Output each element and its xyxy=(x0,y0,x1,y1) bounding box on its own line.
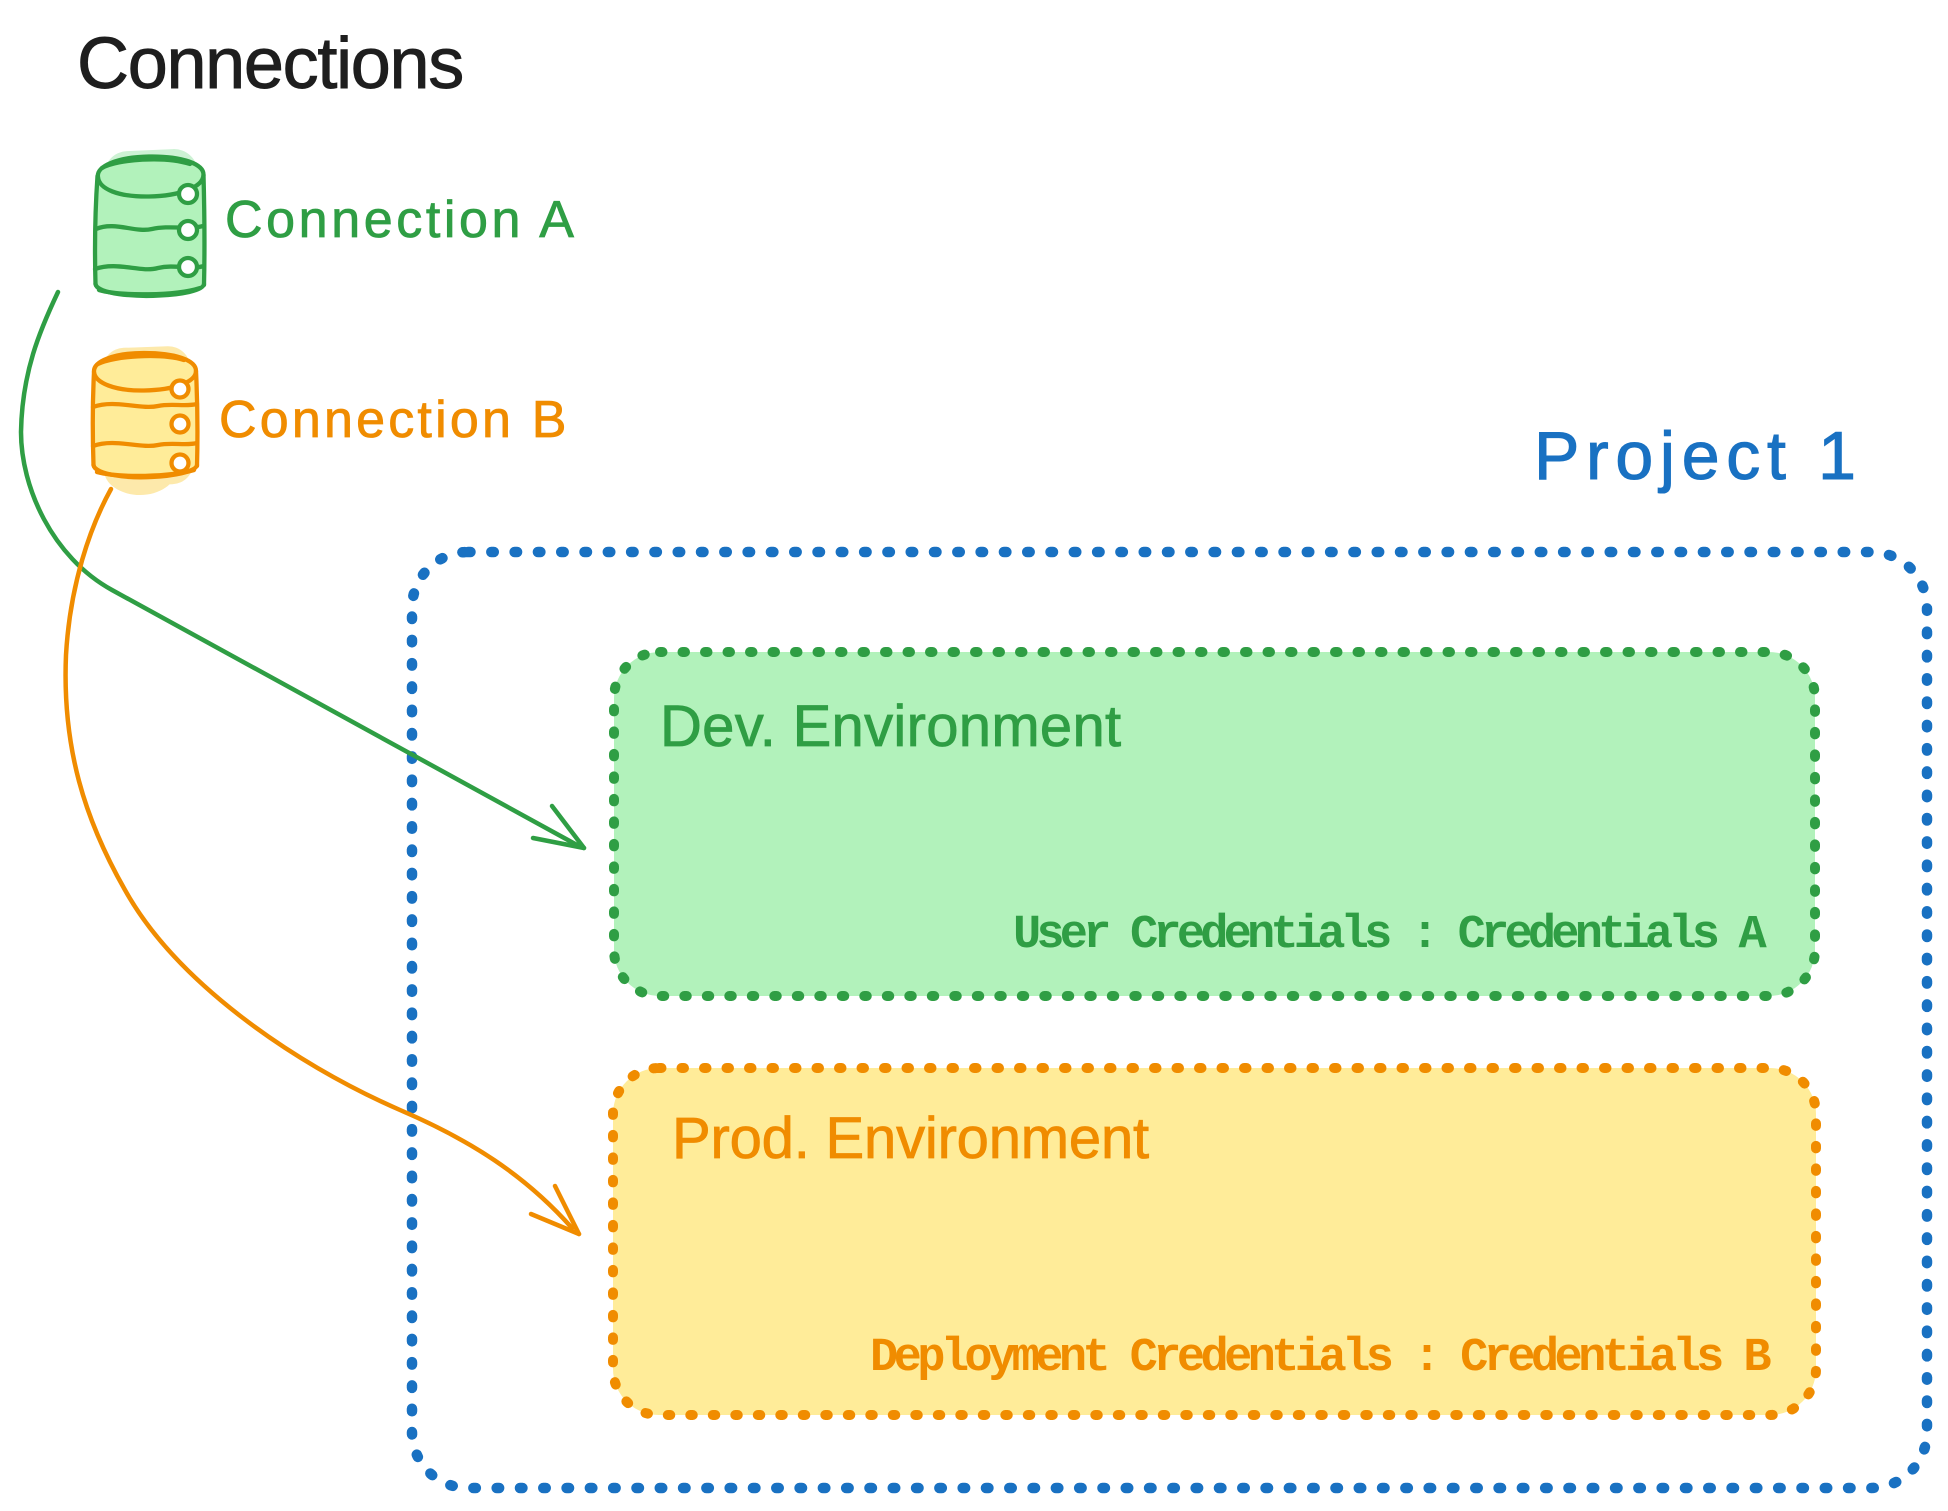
svg-text:Deployment Credentials : Crede: Deployment Credentials : Credentials B xyxy=(870,1332,1771,1385)
svg-text:User Credentials : Credentials: User Credentials : Credentials A xyxy=(1013,909,1768,962)
svg-text:Connection B: Connection B xyxy=(219,391,570,449)
svg-text:Dev. Environment: Dev. Environment xyxy=(660,694,1121,759)
svg-text:Project 1: Project 1 xyxy=(1534,418,1863,494)
svg-text:Connection A: Connection A xyxy=(225,191,578,249)
svg-text:Connections: Connections xyxy=(77,24,463,104)
svg-text:Prod. Environment: Prod. Environment xyxy=(672,1106,1149,1171)
